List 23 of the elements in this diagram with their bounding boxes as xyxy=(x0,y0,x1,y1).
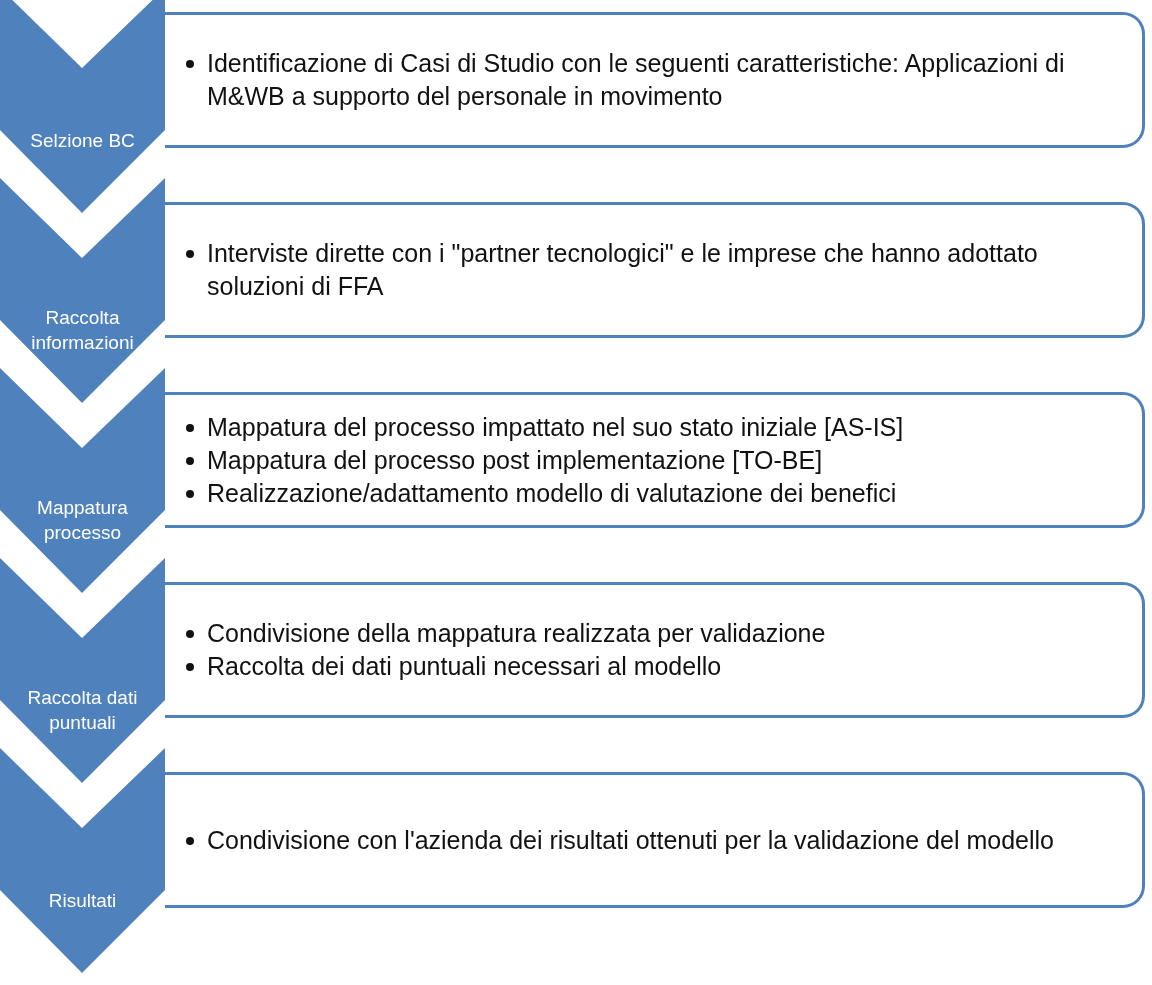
bullet-text: Mappatura del processo post implementazione [TO-BE] xyxy=(207,444,823,476)
chevron-step xyxy=(0,558,165,783)
bullet-text: Condivisione della mappatura realizzata per validazione xyxy=(207,618,826,649)
step-label: Mappatura processo xyxy=(36,496,129,545)
chevron-step xyxy=(0,0,165,213)
bullet-text: Mappatura del processo impattato nel suo stato iniziale [AS-IS] xyxy=(207,411,904,443)
bullet-text: Raccolta dei dati puntuali necessari al modello xyxy=(207,651,722,682)
step-label: Selzione BC xyxy=(30,128,135,153)
chevron-step xyxy=(0,748,165,973)
description-box xyxy=(165,582,1145,718)
description-box xyxy=(165,12,1145,148)
step-label: Raccolta informazioni xyxy=(30,306,135,355)
bullet-text: Realizzazione/adattamento modello di valutazione dei benefici xyxy=(207,477,897,509)
bullet-text: Condivisione con l'azienda dei risultati ottenuti per la validazione del modello xyxy=(207,824,1054,856)
bullet-text: Interviste dirette con i "partner tecnologici" e le imprese che hanno adottato soluzioni di FFA xyxy=(207,238,1039,302)
chevron-step xyxy=(0,178,165,403)
step-label: Risultati xyxy=(48,888,117,913)
chevron-step xyxy=(0,368,165,593)
bullet-text: Identificazione di Casi di Studio con le seguenti caratteristiche: Applicazioni di M&WB a supporto del personale in movimento xyxy=(207,48,1066,112)
description-box xyxy=(165,772,1145,908)
step-label: Raccolta dati puntuali xyxy=(26,686,139,735)
description-box xyxy=(165,202,1145,338)
description-box xyxy=(165,392,1145,528)
